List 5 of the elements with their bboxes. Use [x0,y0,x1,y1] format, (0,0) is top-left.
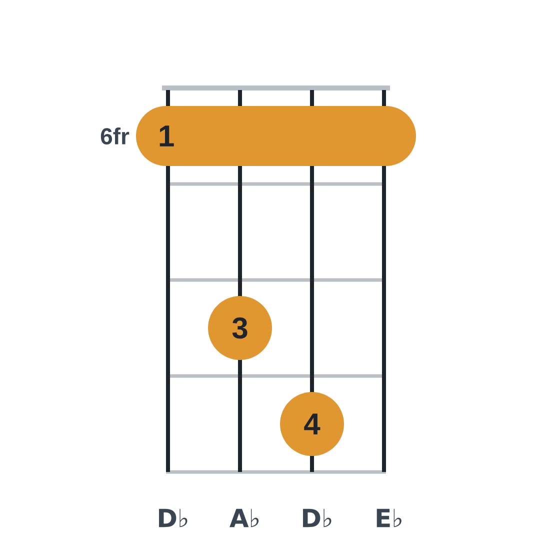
string-name: D♭ [159,508,188,528]
barre-bar: 1 [136,106,416,166]
string-name: A♭ [230,508,259,528]
string-name: D♭ [303,508,332,528]
string-name: E♭ [376,508,402,528]
